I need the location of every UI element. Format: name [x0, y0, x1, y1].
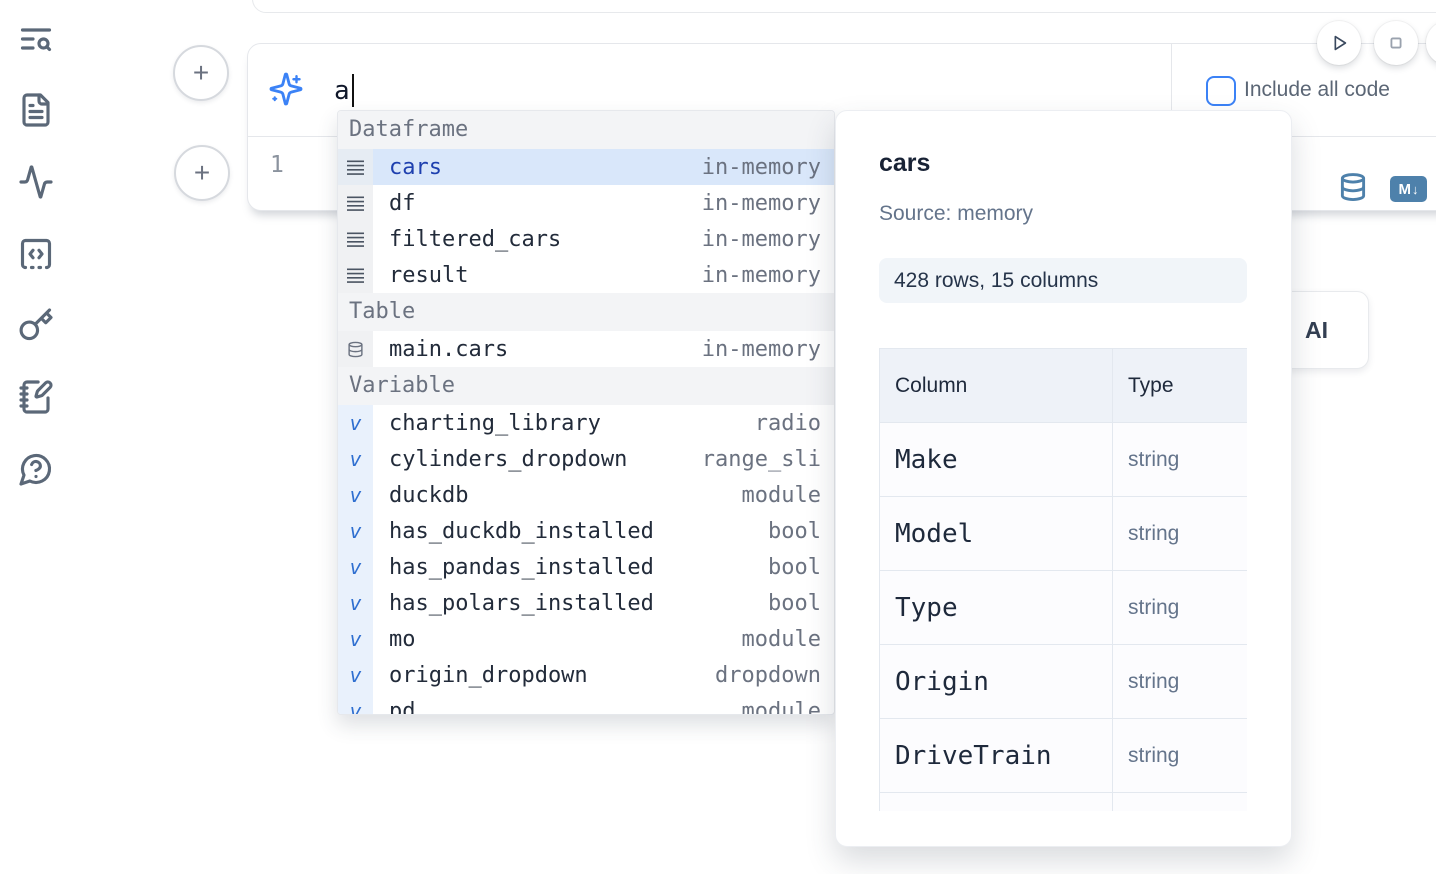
variable-icon: v: [338, 513, 373, 549]
run-cell-button[interactable]: [1317, 21, 1361, 65]
dataframe-icon: [338, 149, 373, 185]
add-cell-above-button[interactable]: +: [173, 45, 229, 101]
database-icon[interactable]: [1338, 172, 1368, 202]
autocomplete-item-origin-dropdown[interactable]: v origin_dropdown dropdown: [338, 657, 834, 693]
database-icon: [338, 331, 373, 367]
section-header-variable: Variable: [338, 367, 834, 405]
table-row: [879, 792, 1247, 811]
shape-badge: 428 rows, 15 columns: [879, 258, 1247, 303]
table-row: Model string: [879, 496, 1247, 571]
preview-source: Source: memory: [879, 202, 1034, 225]
schema-table: Column Type Make string Model string Typ…: [879, 348, 1247, 811]
table-row: Make string: [879, 422, 1247, 497]
autocomplete-item-duckdb[interactable]: v duckdb module: [338, 477, 834, 513]
ai-prompt-input[interactable]: a: [334, 74, 354, 107]
autocomplete-item-charting-library[interactable]: v charting_library radio: [338, 405, 834, 441]
table-row: Origin string: [879, 644, 1247, 719]
type-header: Type: [1112, 348, 1247, 423]
generate-ai-label: AI: [1305, 316, 1328, 343]
variable-icon: v: [338, 477, 373, 513]
autocomplete-item-result[interactable]: result in-memory: [338, 257, 834, 293]
variable-icon: v: [338, 549, 373, 585]
variable-icon: v: [338, 693, 373, 714]
dataframe-preview-popup: cars Source: memory 428 rows, 15 columns…: [835, 110, 1292, 847]
dataframe-icon: [338, 221, 373, 257]
variable-icon: v: [338, 657, 373, 693]
autocomplete-item-has-pandas-installed[interactable]: v has_pandas_installed bool: [338, 549, 834, 585]
document-icon[interactable]: [18, 92, 54, 128]
sparkles-icon: [268, 71, 304, 107]
line-number: 1: [270, 152, 284, 178]
section-header-table: Table: [338, 293, 834, 331]
more-actions-button[interactable]: [1426, 21, 1436, 65]
dataframe-icon: [338, 185, 373, 221]
ai-prompt-value: a: [334, 75, 350, 106]
variable-icon: v: [338, 585, 373, 621]
autocomplete-item-mo[interactable]: v mo module: [338, 621, 834, 657]
stop-button[interactable]: [1374, 21, 1418, 65]
markdown-icon[interactable]: M↓: [1390, 176, 1427, 202]
autocomplete-item-has-polars-installed[interactable]: v has_polars_installed bool: [338, 585, 834, 621]
autocomplete-item-cars[interactable]: cars in-memory: [338, 149, 834, 185]
table-row: Type string: [879, 570, 1247, 645]
autocomplete-item-cylinders-dropdown[interactable]: v cylinders_dropdown range_sli: [338, 441, 834, 477]
code-square-icon[interactable]: [18, 236, 54, 272]
toolbar-divider: [1171, 44, 1172, 136]
schema-header-row: Column Type: [879, 348, 1247, 423]
dataframe-icon: [338, 257, 373, 293]
include-all-code-checkbox[interactable]: [1206, 76, 1236, 106]
previous-cell-edge: [252, 0, 1436, 13]
variable-icon: v: [338, 621, 373, 657]
text-cursor: [351, 74, 354, 107]
autocomplete-item-filtered-cars[interactable]: filtered_cars in-memory: [338, 221, 834, 257]
include-all-code-label: Include all code: [1244, 78, 1390, 101]
plus-icon: +: [193, 157, 211, 188]
autocomplete-item-pd[interactable]: v pd module: [338, 693, 834, 714]
variable-icon: v: [338, 441, 373, 477]
code-editor-row[interactable]: 1 M↓: [248, 137, 1436, 210]
section-header-dataframe: Dataframe: [338, 111, 834, 149]
search-lines-icon[interactable]: [18, 21, 54, 57]
help-chat-icon[interactable]: [18, 451, 54, 487]
play-icon: [1334, 35, 1347, 51]
autocomplete-item-has-duckdb-installed[interactable]: v has_duckdb_installed bool: [338, 513, 834, 549]
autocomplete-dropdown: Dataframe cars in-memory df in-memory fi…: [337, 110, 835, 715]
activity-icon[interactable]: [18, 164, 54, 200]
autocomplete-item-df[interactable]: df in-memory: [338, 185, 834, 221]
autocomplete-item-main-cars[interactable]: main.cars in-memory: [338, 331, 834, 367]
plus-icon: +: [192, 57, 210, 88]
add-cell-below-button[interactable]: +: [174, 145, 230, 201]
key-icon[interactable]: [18, 307, 54, 343]
ai-prompt-row: a Include all code: [248, 44, 1436, 136]
variable-icon: v: [338, 405, 373, 441]
table-row: DriveTrain string: [879, 718, 1247, 793]
preview-title: cars: [879, 149, 931, 177]
stop-icon: [1390, 37, 1402, 49]
notebook-pen-icon[interactable]: [18, 379, 54, 415]
column-header: Column: [879, 348, 1113, 423]
